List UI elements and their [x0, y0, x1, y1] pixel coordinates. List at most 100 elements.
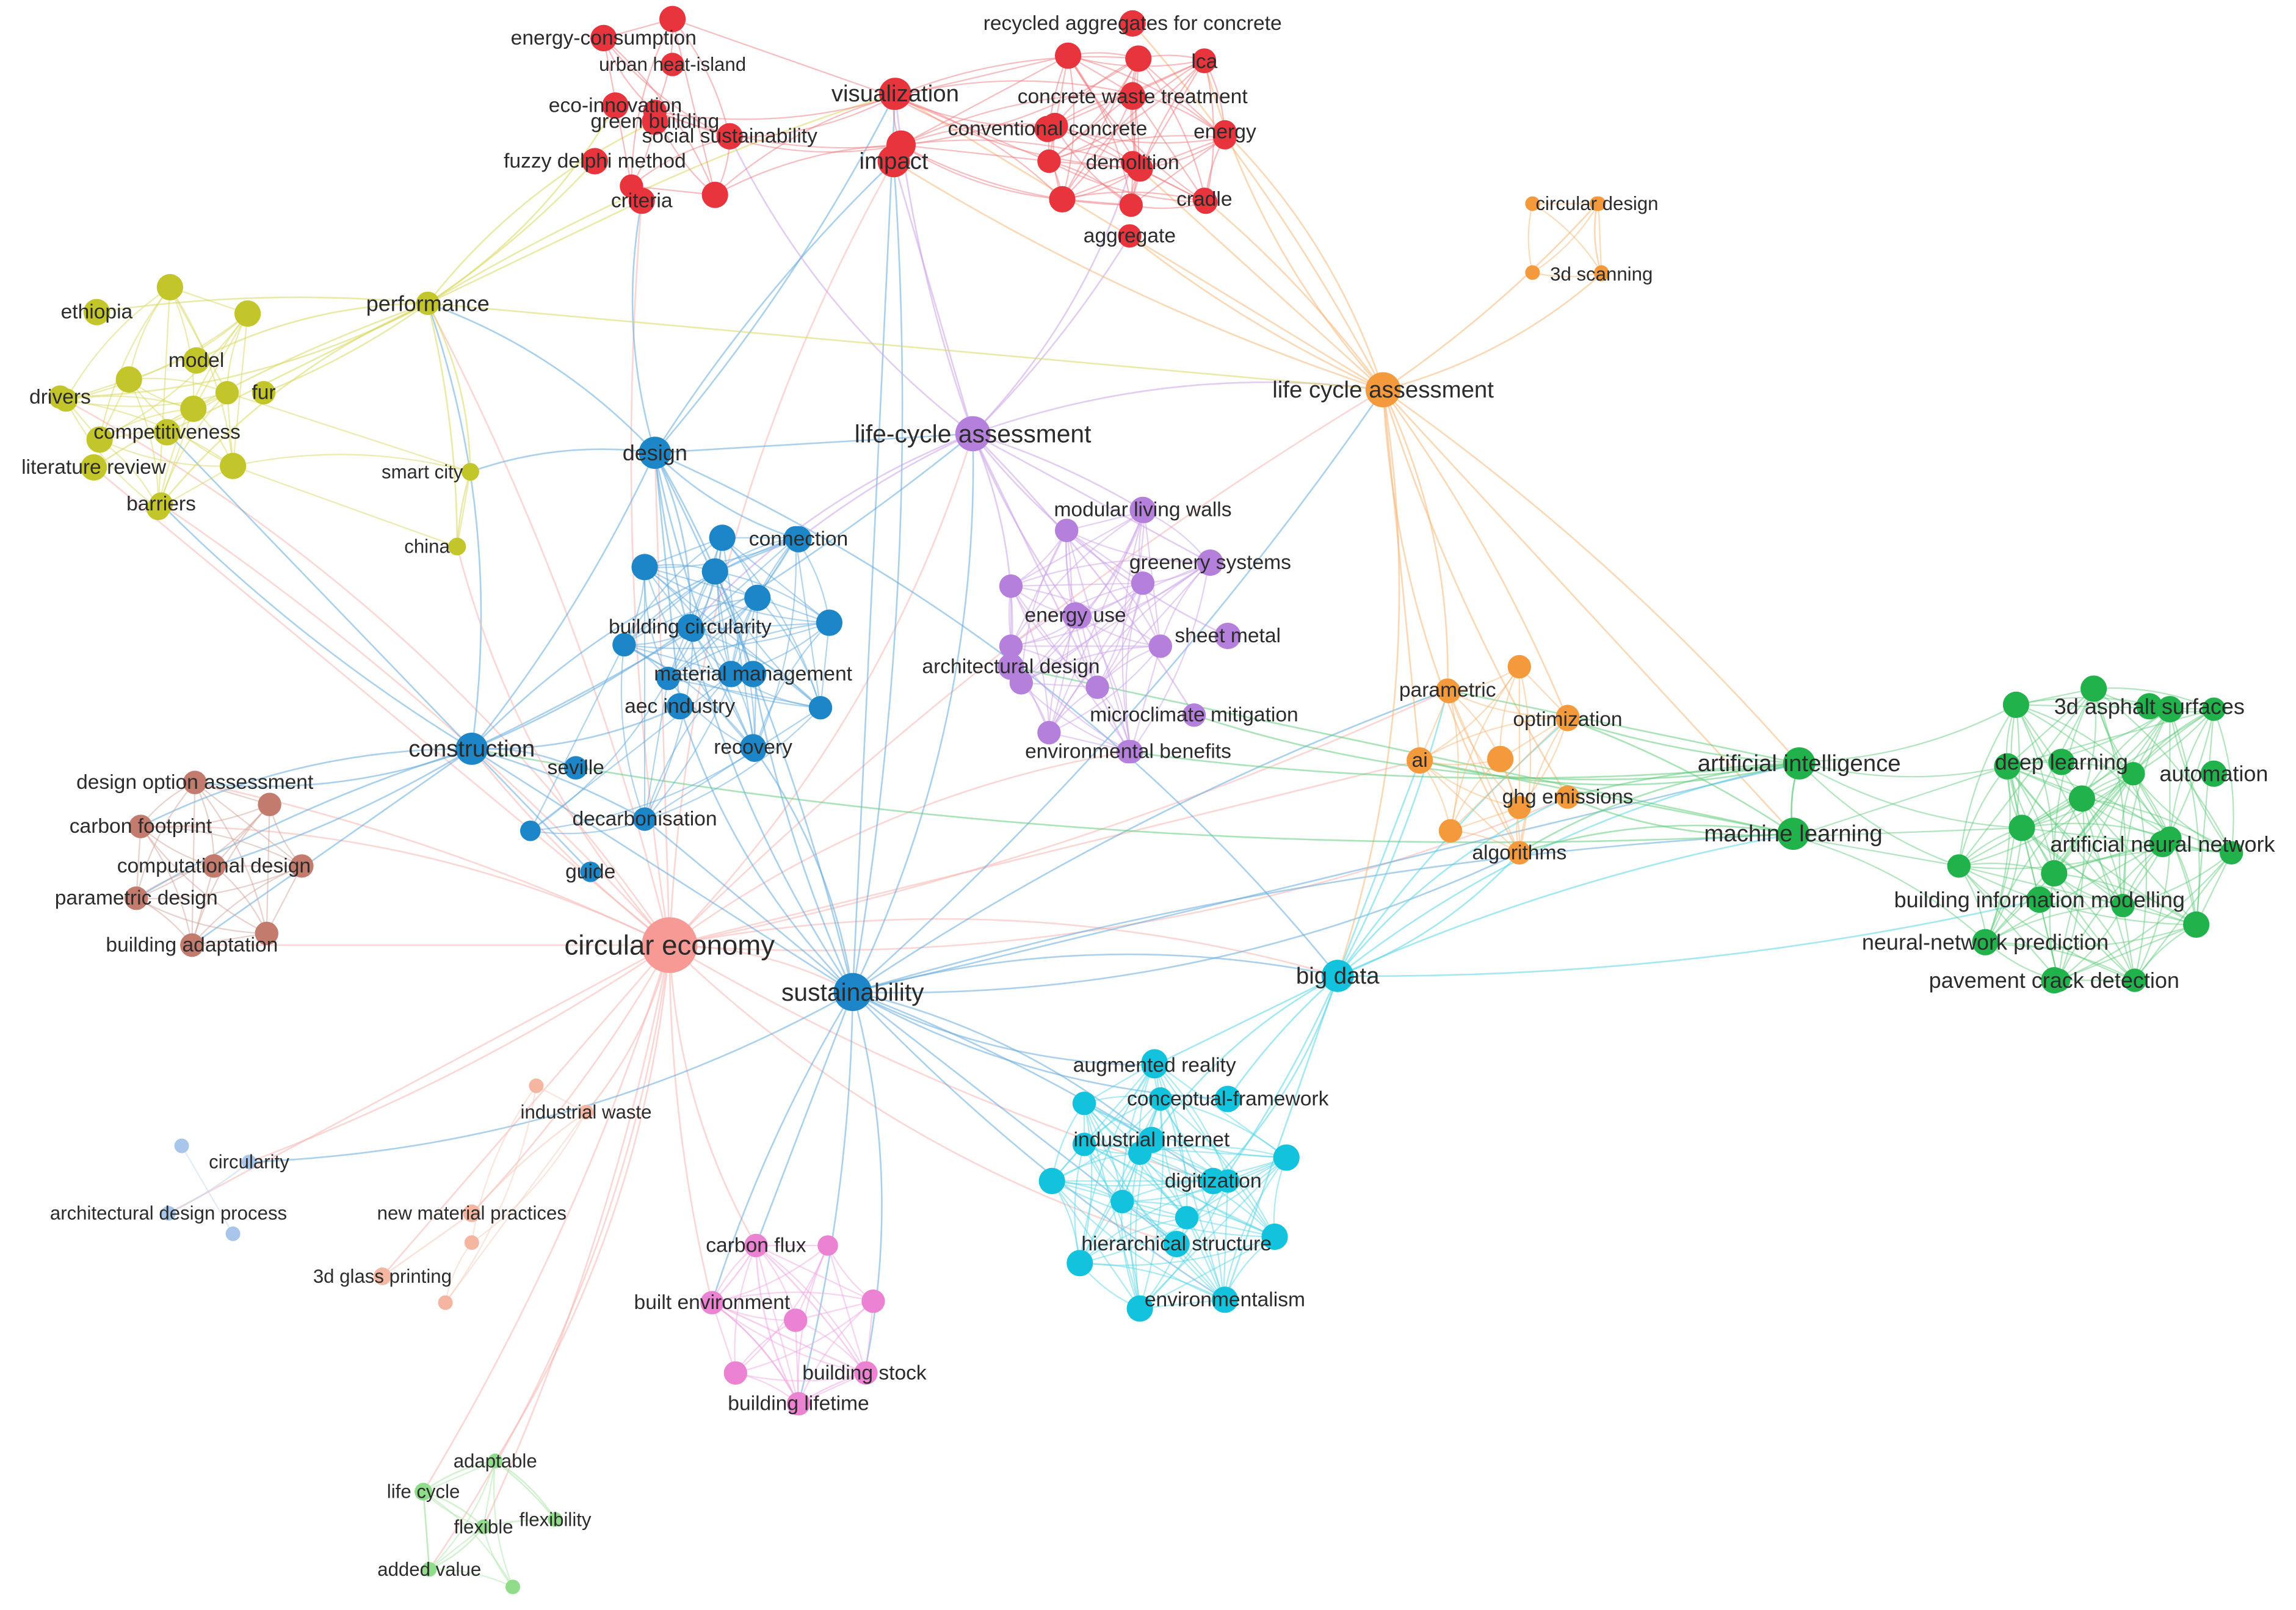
node-criteria[interactable]	[628, 187, 655, 214]
node-visualization[interactable]	[879, 78, 911, 110]
node-optimization[interactable]	[1555, 708, 1580, 731]
node-energy-use[interactable]	[1062, 602, 1089, 629]
node-cradle[interactable]	[1192, 187, 1217, 211]
node-automation[interactable]	[2200, 760, 2227, 787]
node-artificial-intelligence[interactable]	[1783, 747, 1816, 780]
node-conceptual-framework[interactable]	[1214, 1086, 1241, 1112]
network-link	[427, 93, 896, 305]
node-greenery-systems[interactable]	[1197, 549, 1223, 576]
network-link	[167, 944, 671, 1214]
node-sustainability[interactable]	[833, 973, 872, 1012]
node-circular-design[interactable]	[1590, 196, 1604, 211]
node-model[interactable]	[183, 347, 210, 374]
node-flexibility[interactable]	[548, 1512, 563, 1527]
node-circular-economy[interactable]	[642, 917, 698, 973]
node-concrete-waste-treatment[interactable]	[1119, 83, 1146, 110]
node-fuzzy-delphi-method[interactable]	[581, 148, 609, 175]
node-flexible[interactable]	[476, 1519, 491, 1534]
node-design-option-assessment[interactable]	[183, 771, 207, 794]
network-link	[494, 1460, 556, 1521]
node-augmented-reality[interactable]	[1141, 1052, 1168, 1079]
node-built-environment[interactable]	[701, 1292, 723, 1313]
node-design[interactable]	[639, 437, 672, 469]
node-drivers[interactable]	[48, 385, 72, 409]
node-competitiveness[interactable]	[154, 419, 181, 446]
node-hierarchical-structure[interactable]	[1163, 1231, 1190, 1258]
node-life-cycle-assessment-orange[interactable]	[1365, 372, 1401, 408]
node-parametric[interactable]	[1436, 678, 1460, 702]
node-added-value[interactable]	[422, 1562, 437, 1577]
node-3d-glass-printing[interactable]	[374, 1267, 391, 1285]
node-modular-living-walls[interactable]	[1129, 496, 1156, 523]
network-link	[668, 944, 757, 1247]
node-fur[interactable]	[252, 381, 276, 405]
node-microclimate-mitigation[interactable]	[1182, 703, 1206, 727]
node-parametric-design[interactable]	[125, 887, 148, 910]
node-guide[interactable]	[580, 861, 601, 882]
node-green-building[interactable]	[642, 108, 668, 135]
node-environmental-benefits[interactable]	[1116, 740, 1140, 764]
node-building-lifetime[interactable]	[788, 1393, 809, 1414]
node-sheet-metal[interactable]	[1214, 623, 1241, 650]
node-industrial-internet[interactable]	[1138, 1126, 1165, 1153]
node-material-management[interactable]	[740, 661, 767, 687]
node-recovery[interactable]	[740, 734, 767, 761]
node-recycled-aggregates[interactable]	[1119, 10, 1146, 37]
node-computational-design[interactable]	[202, 854, 226, 878]
node-architectural-design-process[interactable]	[161, 1206, 176, 1221]
node-life-cycle-assessment-purple[interactable]	[955, 416, 991, 452]
network-link	[427, 302, 1384, 391]
node-building-stock[interactable]	[854, 1363, 875, 1383]
network-link	[427, 302, 671, 946]
node-building-information-modelling[interactable]	[2026, 887, 2053, 913]
node-environmentalism[interactable]	[1211, 1286, 1238, 1313]
node-architectural-design[interactable]	[998, 653, 1024, 680]
node-industrial-waste[interactable]	[579, 1104, 593, 1120]
node-label-energy-consumption: energy-consumption	[511, 27, 697, 49]
node-artificial-neural-network[interactable]	[2149, 830, 2176, 857]
node-lca[interactable]	[1192, 49, 1217, 74]
node-impact[interactable]	[877, 145, 910, 178]
cluster-link	[2006, 708, 2215, 767]
node-machine-learning[interactable]	[1777, 818, 1810, 850]
node-urban-heat-island[interactable]	[661, 53, 684, 76]
node-building-adaptation[interactable]	[180, 933, 204, 957]
node-pavement-crack-detection[interactable]	[2041, 967, 2068, 994]
node-decarbonisation[interactable]	[632, 807, 657, 831]
node-conventional-concrete[interactable]	[1034, 115, 1061, 142]
node-dot	[1148, 634, 1173, 658]
node-carbon-flux[interactable]	[745, 1235, 767, 1256]
node-3d-asphalt-surfaces[interactable]	[2136, 693, 2163, 720]
node-ai[interactable]	[1407, 747, 1433, 774]
node-energy-consumption[interactable]	[590, 24, 617, 51]
node-3d-scanning[interactable]	[1594, 266, 1609, 281]
node-barriers[interactable]	[149, 492, 173, 516]
node-adaptable[interactable]	[488, 1453, 503, 1468]
node-connection[interactable]	[785, 526, 812, 553]
node-smart-city[interactable]	[462, 463, 479, 481]
node-neural-network-prediction[interactable]	[1972, 929, 1999, 955]
node-demolition[interactable]	[1121, 151, 1145, 175]
network-link	[972, 235, 1131, 435]
node-digitization[interactable]	[1200, 1167, 1226, 1194]
node-eco-innovation[interactable]	[602, 92, 629, 119]
node-social-sustainability[interactable]	[716, 123, 743, 150]
node-life-cycle[interactable]	[415, 1482, 432, 1501]
node-china[interactable]	[448, 537, 466, 556]
node-energy[interactable]	[1213, 120, 1237, 144]
node-aec-industry[interactable]	[667, 693, 694, 720]
node-new-material-practices[interactable]	[463, 1204, 481, 1222]
node-ethiopia[interactable]	[83, 299, 110, 325]
node-construction[interactable]	[455, 733, 488, 765]
node-performance[interactable]	[416, 291, 440, 315]
node-circularity[interactable]	[242, 1155, 256, 1170]
node-seville[interactable]	[564, 756, 588, 780]
node-ghg-emissions[interactable]	[1555, 785, 1580, 809]
node-algorithms[interactable]	[1507, 841, 1531, 865]
node-carbon-footprint[interactable]	[129, 814, 153, 838]
node-aggregate[interactable]	[1118, 224, 1142, 248]
node-literature-review[interactable]	[81, 454, 107, 481]
node-deep-learning[interactable]	[2048, 749, 2075, 775]
node-building-circularity[interactable]	[676, 614, 703, 640]
node-big-data[interactable]	[1321, 960, 1354, 992]
